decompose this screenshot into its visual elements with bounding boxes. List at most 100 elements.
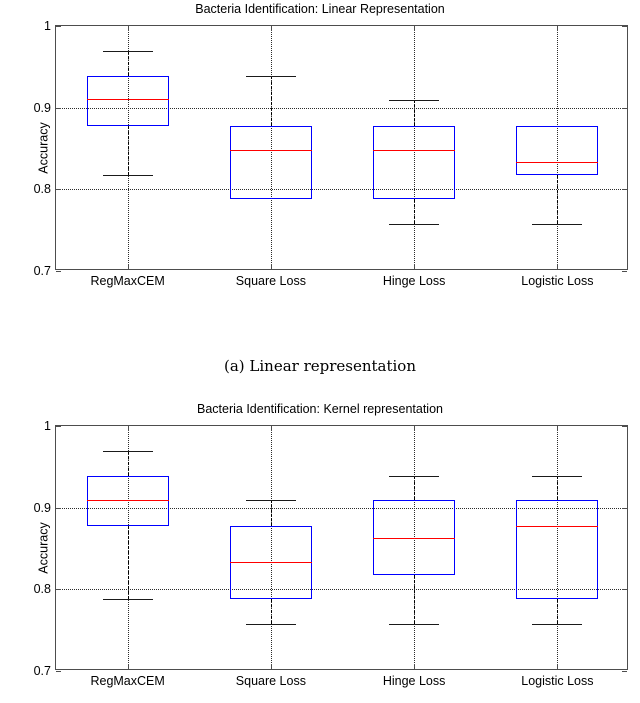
gridline-horizontal — [56, 507, 627, 509]
box-logistic-loss — [516, 500, 599, 600]
y-tick-mark — [56, 26, 61, 27]
x-tick-label-logistic-loss: Logistic Loss — [521, 674, 594, 688]
whisker-cap-lower — [102, 599, 153, 601]
whisker-cap-upper — [389, 100, 440, 102]
figure-kernel-representation: Bacteria Identification: Kernel represen… — [0, 400, 640, 703]
chart-title-linear: Bacteria Identification: Linear Represen… — [195, 2, 445, 16]
box-regmaxcem — [86, 75, 169, 126]
y-tick-mark — [622, 189, 627, 191]
y-axis-label-linear: Accuracy — [36, 121, 51, 174]
y-axis-label-kernel: Accuracy — [36, 521, 51, 574]
gridline-vertical — [270, 426, 272, 669]
y-tick-mark — [622, 107, 627, 109]
whisker-lower — [127, 125, 129, 175]
x-tick-label-hinge-loss: Hinge Loss — [382, 274, 446, 288]
median-line-hinge-loss — [373, 150, 456, 152]
plot-area-linear: Bacteria Identification: Linear Represen… — [0, 0, 640, 303]
y-tick-label: 0.8 — [33, 582, 51, 597]
whisker-cap-lower — [389, 224, 440, 226]
y-tick-mark — [56, 507, 61, 509]
gridline-vertical — [414, 26, 416, 269]
x-tick-mark — [414, 26, 416, 31]
median-line-regmaxcem — [86, 98, 169, 100]
y-tick-mark — [622, 507, 627, 509]
y-tick-label: 0.8 — [33, 182, 51, 197]
whisker-cap-upper — [245, 75, 296, 77]
whisker-upper — [557, 475, 559, 501]
gridline-vertical — [557, 26, 559, 269]
median-line-logistic-loss — [516, 162, 599, 164]
whisker-cap-upper — [532, 475, 583, 477]
whisker-upper — [127, 51, 129, 76]
x-tick-mark — [557, 26, 559, 31]
x-tick-mark — [270, 426, 272, 431]
whisker-cap-upper — [102, 51, 153, 53]
gridline-vertical — [557, 426, 559, 669]
whisker-lower — [127, 525, 129, 600]
x-tick-mark — [127, 26, 129, 31]
whisker-upper — [270, 500, 272, 526]
whisker-cap-lower — [532, 224, 583, 226]
whisker-lower — [414, 574, 416, 625]
figure-subcaption-a: (a) Linear representation — [223, 357, 416, 375]
box-logistic-loss — [516, 125, 599, 175]
x-tick-mark — [127, 264, 129, 269]
whisker-cap-lower — [102, 174, 153, 176]
x-tick-label-regmaxcem: RegMaxCEM — [90, 674, 165, 688]
whisker-upper — [127, 451, 129, 476]
x-tick-mark — [127, 664, 129, 669]
y-tick-mark — [56, 189, 61, 191]
x-tick-mark — [127, 426, 129, 431]
gridline-horizontal — [56, 107, 627, 109]
whisker-cap-lower — [532, 624, 583, 626]
plot-area-kernel: Bacteria Identification: Kernel represen… — [0, 400, 640, 703]
whisker-cap-upper — [389, 475, 440, 477]
x-tick-label-regmaxcem: RegMaxCEM — [90, 274, 165, 288]
x-tick-mark — [270, 264, 272, 269]
whisker-lower — [557, 174, 559, 225]
y-tick-mark — [56, 671, 61, 672]
gridline-horizontal — [56, 189, 627, 191]
median-line-square-loss — [229, 562, 312, 564]
figure-linear-representation: Bacteria Identification: Linear Represen… — [0, 0, 640, 375]
y-tick-label: 0.9 — [33, 100, 51, 115]
y-tick-mark — [622, 671, 627, 672]
gridline-vertical — [414, 426, 416, 669]
x-tick-mark — [557, 426, 559, 431]
whisker-upper — [270, 75, 272, 126]
y-tick-label: 0.7 — [33, 664, 51, 678]
y-tick-mark — [622, 589, 627, 591]
y-tick-mark — [622, 271, 627, 272]
chart-title-kernel: Bacteria Identification: Kernel represen… — [197, 402, 443, 416]
whisker-lower — [557, 599, 559, 625]
whisker-cap-upper — [102, 451, 153, 453]
y-tick-label: 1 — [44, 419, 51, 433]
whisker-upper — [414, 100, 416, 126]
median-line-regmaxcem — [86, 500, 169, 502]
whisker-lower — [270, 599, 272, 625]
y-tick-mark — [56, 271, 61, 272]
median-line-square-loss — [229, 150, 312, 152]
x-tick-mark — [414, 264, 416, 269]
y-tick-mark — [622, 426, 627, 427]
whisker-lower — [414, 199, 416, 225]
y-tick-mark — [622, 26, 627, 27]
box-square-loss — [229, 125, 312, 200]
whisker-cap-lower — [389, 624, 440, 626]
median-line-hinge-loss — [373, 537, 456, 539]
x-tick-mark — [270, 26, 272, 31]
x-tick-label-logistic-loss: Logistic Loss — [521, 274, 594, 288]
x-tick-label-square-loss: Square Loss — [235, 674, 306, 688]
y-tick-label: 1 — [44, 19, 51, 33]
whisker-cap-lower — [245, 624, 296, 626]
box-hinge-loss — [373, 500, 456, 575]
x-tick-mark — [557, 264, 559, 269]
x-tick-mark — [557, 664, 559, 669]
x-tick-label-square-loss: Square Loss — [235, 274, 306, 288]
y-tick-mark — [56, 107, 61, 109]
gridline-horizontal — [56, 589, 627, 591]
box-hinge-loss — [373, 125, 456, 200]
y-tick-mark — [56, 589, 61, 591]
x-tick-mark — [414, 664, 416, 669]
